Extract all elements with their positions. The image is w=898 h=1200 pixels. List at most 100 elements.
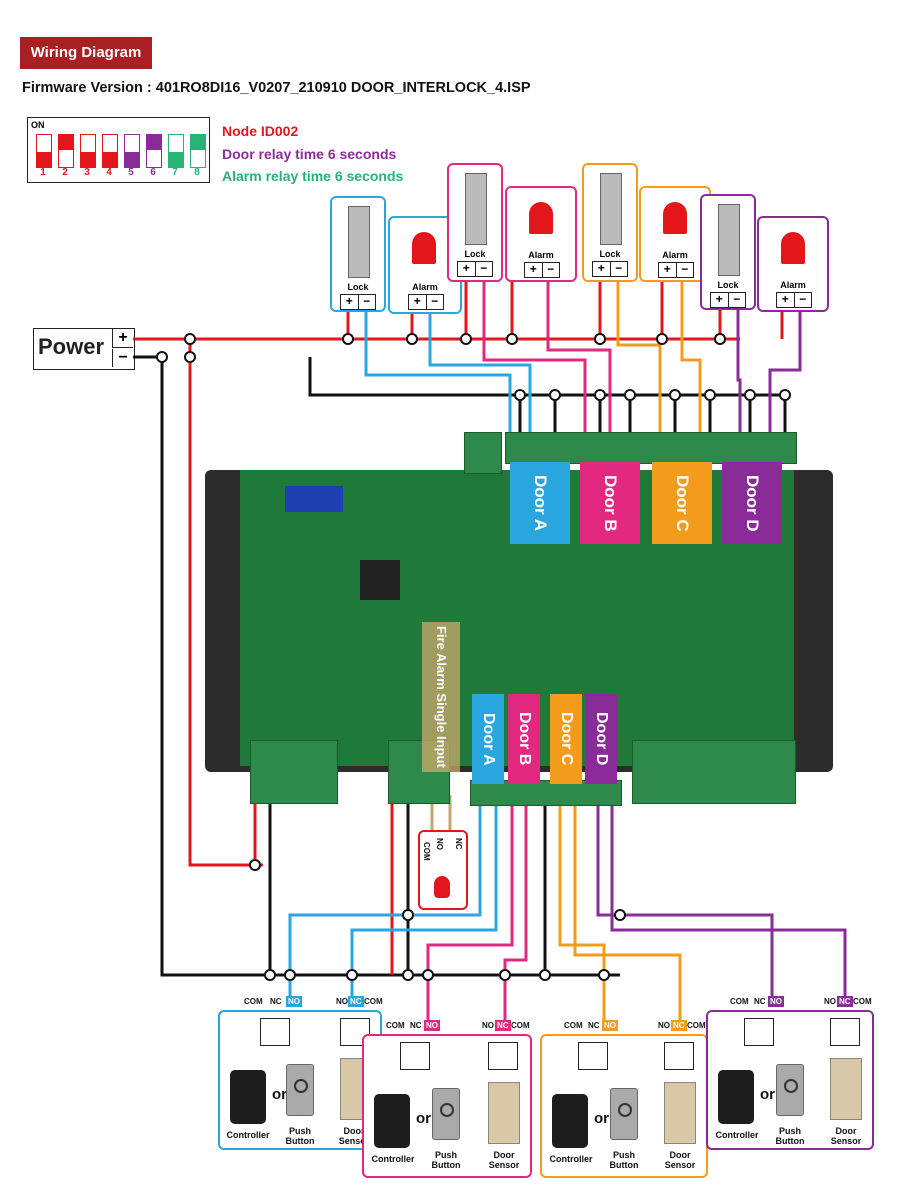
door-d-devices: COM NC NO NO NC COM or Controller Push B… (706, 996, 874, 1150)
com-label: COM (687, 1021, 706, 1030)
relay-symbol (400, 1042, 430, 1070)
firmware-version: Firmware Version : 401RO8DI16_V0207_2109… (22, 80, 531, 96)
alarm-icon (529, 202, 553, 234)
lock-device-d: Lock +− (700, 194, 756, 310)
maglock-icon (465, 173, 487, 245)
minus-terminal: − (681, 262, 689, 276)
alarm-icon (781, 232, 805, 264)
plus-terminal: + (777, 293, 795, 307)
alarm-device-d: Alarm +− (757, 216, 829, 312)
minus-terminal: − (363, 294, 371, 308)
door-a-devices: COM NC NO NO NC COM or Controller Push B… (218, 996, 383, 1150)
input-door-a: Door A (472, 694, 504, 784)
relay-symbol (488, 1042, 518, 1070)
plus-terminal: + (341, 295, 359, 309)
com-label: COM (364, 997, 383, 1006)
controller-keypad-icon (718, 1070, 754, 1124)
no-label: NO (482, 1021, 494, 1030)
dip-number: 8 (194, 167, 200, 178)
dip-number: 4 (106, 167, 112, 178)
dip-switch-3 (80, 134, 96, 168)
plus-terminal: + (458, 262, 476, 276)
alarm-device-a: Alarm +− (388, 216, 462, 314)
nc-tag: NC (837, 996, 853, 1007)
dip-switch-8 (190, 134, 206, 168)
controller-keypad-icon (374, 1094, 410, 1148)
door-sensor-label: Door Sensor (488, 1150, 520, 1170)
plus-terminal: + (525, 263, 543, 277)
fire-alarm-input-label: Fire Alarm Single Input (422, 622, 460, 772)
maglock-icon (348, 206, 370, 278)
push-button-label: Push Button (285, 1126, 315, 1146)
dip-number: 7 (172, 167, 178, 178)
dip-number: 6 (150, 167, 156, 178)
door-sensor-icon (488, 1082, 520, 1144)
no-tag: NO (602, 1020, 618, 1031)
terminal-pair: +− (524, 262, 560, 278)
no-tag: NO (286, 996, 302, 1007)
plus-terminal: + (593, 262, 611, 276)
alarm-device-c: Alarm +− (639, 186, 711, 282)
fire-com-label: COM (422, 842, 431, 861)
lock-device-b: Lock +− (447, 163, 503, 282)
dip-number: 1 (40, 167, 46, 178)
lock-device-c: Lock +− (582, 163, 638, 282)
dip-switch-2 (58, 134, 74, 168)
terminal-pair: +− (408, 294, 444, 310)
push-button-label: Push Button (775, 1126, 805, 1146)
controller-label: Controller (549, 1154, 593, 1164)
power-plus: + (112, 329, 133, 348)
door-sensor-label: Door Sensor (338, 1126, 370, 1146)
diagram-title-tag: Wiring Diagram (20, 37, 152, 69)
push-button-icon (286, 1064, 314, 1116)
dip-switch-1 (36, 134, 52, 168)
dip-number: 2 (62, 167, 68, 178)
minus-terminal: − (480, 261, 488, 275)
nc-label: NC (270, 997, 282, 1006)
relay-terminal-block (505, 432, 797, 464)
right-terminal-block (632, 740, 796, 804)
controller-keypad-icon (552, 1094, 588, 1148)
plus-terminal: + (409, 295, 427, 309)
minus-terminal: − (733, 292, 741, 306)
nc-tag: NC (495, 1020, 511, 1031)
com-label: COM (244, 997, 263, 1006)
push-button-icon (776, 1064, 804, 1116)
fire-no-label: NO (435, 838, 444, 850)
dip-number: 5 (128, 167, 134, 178)
board-dip-switch (285, 486, 343, 512)
input-door-d: Door D (585, 694, 617, 784)
dip-switch-6 (146, 134, 162, 168)
dip-switch-7 (168, 134, 184, 168)
or-text: or (272, 1086, 287, 1103)
terminal-pair: +− (340, 294, 376, 310)
legend-alarm-relay: Alarm relay time 6 seconds (222, 168, 404, 184)
or-text: or (416, 1110, 431, 1127)
left-terminal-block (250, 740, 338, 804)
com-label: COM (386, 1021, 405, 1030)
door-sensor-icon (664, 1082, 696, 1144)
terminal-pair: +− (658, 262, 694, 278)
plus-terminal: + (711, 293, 729, 307)
legend-node-id: Node ID002 (222, 123, 299, 139)
terminal-pair: +− (592, 261, 628, 277)
relay-symbol (578, 1042, 608, 1070)
com-label: COM (564, 1021, 583, 1030)
dip-number: 3 (84, 167, 90, 178)
dip-on-label: ON (31, 120, 45, 130)
or-text: or (760, 1086, 775, 1103)
com-label: COM (511, 1021, 530, 1030)
lock-label: Lock (347, 282, 369, 292)
legend-door-relay: Door relay time 6 seconds (222, 146, 397, 162)
door-c-devices: COM NC NO NO NC COM or Controller Push B… (540, 1020, 708, 1178)
relay-symbol (744, 1018, 774, 1046)
alarm-icon (663, 202, 687, 234)
dip-switch-4 (102, 134, 118, 168)
push-button-label: Push Button (431, 1150, 461, 1170)
minus-terminal: − (431, 294, 439, 308)
alarm-label: Alarm (662, 250, 688, 260)
power-terminal-block (464, 432, 502, 474)
input-door-b: Door B (508, 694, 540, 784)
dip-switch-5 (124, 134, 140, 168)
